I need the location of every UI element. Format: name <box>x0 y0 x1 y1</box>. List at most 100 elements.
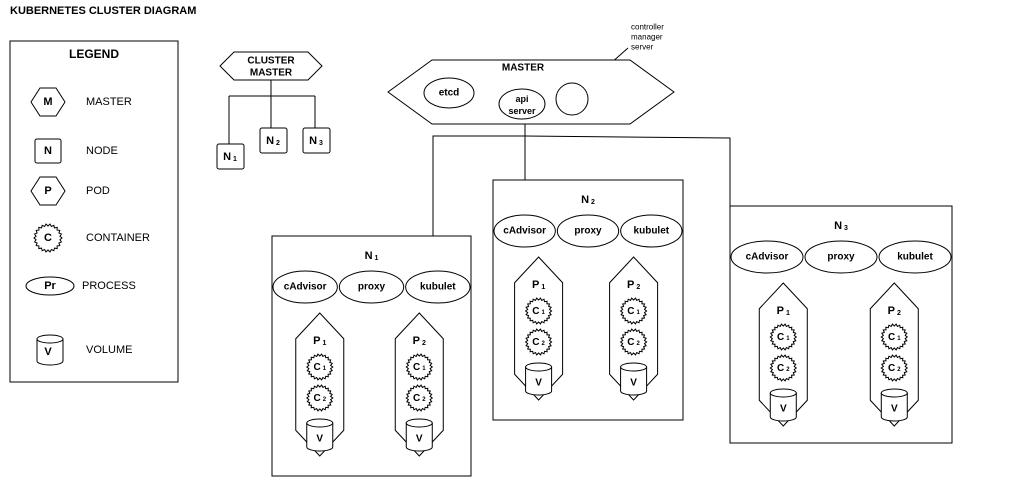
node-1-pod-1-container-2-label-letter: C <box>313 393 320 404</box>
cm-node-1-label-letter: N <box>223 151 231 163</box>
node-3-pod-2-container-1-gear <box>880 323 909 351</box>
node-3-pod-1-volume-label: V <box>780 404 787 415</box>
node-1-pod-2-label-subscript: 2 <box>422 340 426 347</box>
node-3-pod-1-label-letter: P <box>777 305 784 317</box>
node-1-pod-1-hexagon <box>295 312 345 457</box>
node-3-pod-1-label-subscript: 1 <box>786 310 790 317</box>
node-2-pod-1-container-1-label-letter: C <box>532 306 539 317</box>
controller-label-3: server <box>631 43 654 52</box>
legend-master-icon <box>30 87 66 117</box>
node-2-process-1-ellipse <box>493 214 556 248</box>
node-3-pod-2-container-2-gear <box>880 354 909 382</box>
node-2-process-3-ellipse <box>620 214 683 248</box>
legend-volume-label: VOLUME <box>86 344 132 356</box>
node-3-pod-2-hexagon <box>869 282 919 427</box>
etcd-label: etcd <box>439 88 460 99</box>
node-1-pod-1-label-letter: P <box>313 335 320 347</box>
node-3-pod-1-container-1-label-subscript: 1 <box>786 336 790 342</box>
node-2-title-subscript: 2 <box>591 199 595 206</box>
node-3-pod-1-container-2-label-subscript: 2 <box>786 367 790 373</box>
node-1-title-subscript: 1 <box>375 255 379 262</box>
legend-pod-symbol: P <box>44 185 51 197</box>
node-1-pod-1-container-2-label-subscript: 2 <box>323 397 327 403</box>
node-2-pod-1-volume-cylinder-body <box>525 366 553 396</box>
node-1-pod-2-volume-cylinder-top <box>405 418 433 428</box>
node-2-pod-2-volume-cylinder-top <box>620 362 648 372</box>
node-3-process-3-label: kubulet <box>897 252 933 263</box>
node-2-pod-1-volume-cylinder-top <box>525 362 553 372</box>
node-2-pod-2-volume-cylinder <box>620 362 648 396</box>
node-1-pod-2-hexagon <box>394 312 444 457</box>
shape-layer <box>9 40 953 477</box>
node-2-process-3-label: kubulet <box>634 226 670 237</box>
node-2-pod-2-container-1-label-subscript: 1 <box>637 310 641 316</box>
node-2-pod-2-container-2-label-subscript: 2 <box>637 341 641 347</box>
node-1-pod-2-volume-label: V <box>416 434 423 445</box>
node-1-process-2-label: proxy <box>358 282 386 293</box>
etcd-ellipse <box>423 77 475 109</box>
node-3-pod-1-hexagon <box>758 282 808 427</box>
legend-heading: LEGEND <box>69 47 119 61</box>
cm-node-1-label-subscript: 1 <box>233 156 237 163</box>
node-3-pod-2-volume-cylinder-top <box>880 388 908 398</box>
node-1-pod-1-volume-label: V <box>316 434 323 445</box>
master-to-n1-line <box>432 135 525 236</box>
node-3-pod-2-volume-label: V <box>891 404 898 415</box>
node-1-pod-2-container-2-label-letter: C <box>413 393 420 404</box>
node-1-pod-2-container-1-gear <box>405 353 434 381</box>
node-1-title-letter: N <box>365 250 373 262</box>
node-1-pod-1-container-1-label-subscript: 1 <box>323 366 327 372</box>
node-2-title-letter: N <box>581 194 589 206</box>
node-2-pod-2-container-1-gear <box>619 297 648 325</box>
node-2-pod-2-label-subscript: 2 <box>636 284 640 291</box>
legend-volume-symbol: V <box>44 346 52 358</box>
legend-box <box>9 40 179 383</box>
node-2-pod-2-hexagon <box>609 256 659 401</box>
node-3-pod-2-container-2-label-letter: C <box>888 363 895 374</box>
node-1-pod-1-container-2-gear <box>305 384 334 412</box>
node-2-pod-2-label-letter: P <box>627 279 634 291</box>
cm-node-3-label-letter: N <box>309 135 317 147</box>
legend-volume-icon-body <box>36 338 64 366</box>
cm-node-3-box <box>302 127 331 154</box>
node-3-pod-1-container-1-gear <box>769 323 798 351</box>
node-3-pod-2-container-2-label-subscript: 2 <box>897 367 901 373</box>
node-3-pod-1-container-2-gear <box>769 354 798 382</box>
node-1-pod-2-volume-cylinder <box>405 418 433 452</box>
cluster-master-hexagon <box>219 51 323 81</box>
node-2-pod-2-container-1-label-letter: C <box>627 306 634 317</box>
node-3-pod-2-label-subscript: 2 <box>897 310 901 317</box>
cm-node-3-label-subscript: 3 <box>319 140 323 147</box>
node-3-pod-2-container-1-label-subscript: 1 <box>897 336 901 342</box>
node-3-process-2-label: proxy <box>827 252 855 263</box>
cm-node-2-label-subscript: 2 <box>276 140 280 147</box>
node-1-pod-2-container-1-label-letter: C <box>413 362 420 373</box>
node-2-pod-1-volume-cylinder <box>525 362 553 396</box>
legend-container-label: CONTAINER <box>86 232 150 244</box>
node-2-pod-1-container-2-label-letter: C <box>532 337 539 348</box>
node-3-pod-2-volume-cylinder <box>880 388 908 422</box>
legend-pod-icon <box>30 176 66 206</box>
node-3-pod-1-volume-cylinder-top <box>769 388 797 398</box>
legend-process-label: PROCESS <box>82 280 136 292</box>
node-2-pod-2-volume-label: V <box>630 378 637 389</box>
node-3-process-2-ellipse <box>804 240 878 274</box>
legend-process-icon <box>25 276 75 296</box>
node-2-pod-1-container-1-label-subscript: 1 <box>542 310 546 316</box>
node-3-pod-2-label-letter: P <box>888 305 895 317</box>
controller-label-1: controller <box>631 23 664 32</box>
api-server-label-1: api <box>515 94 528 104</box>
node-1-process-1-ellipse <box>272 270 338 304</box>
